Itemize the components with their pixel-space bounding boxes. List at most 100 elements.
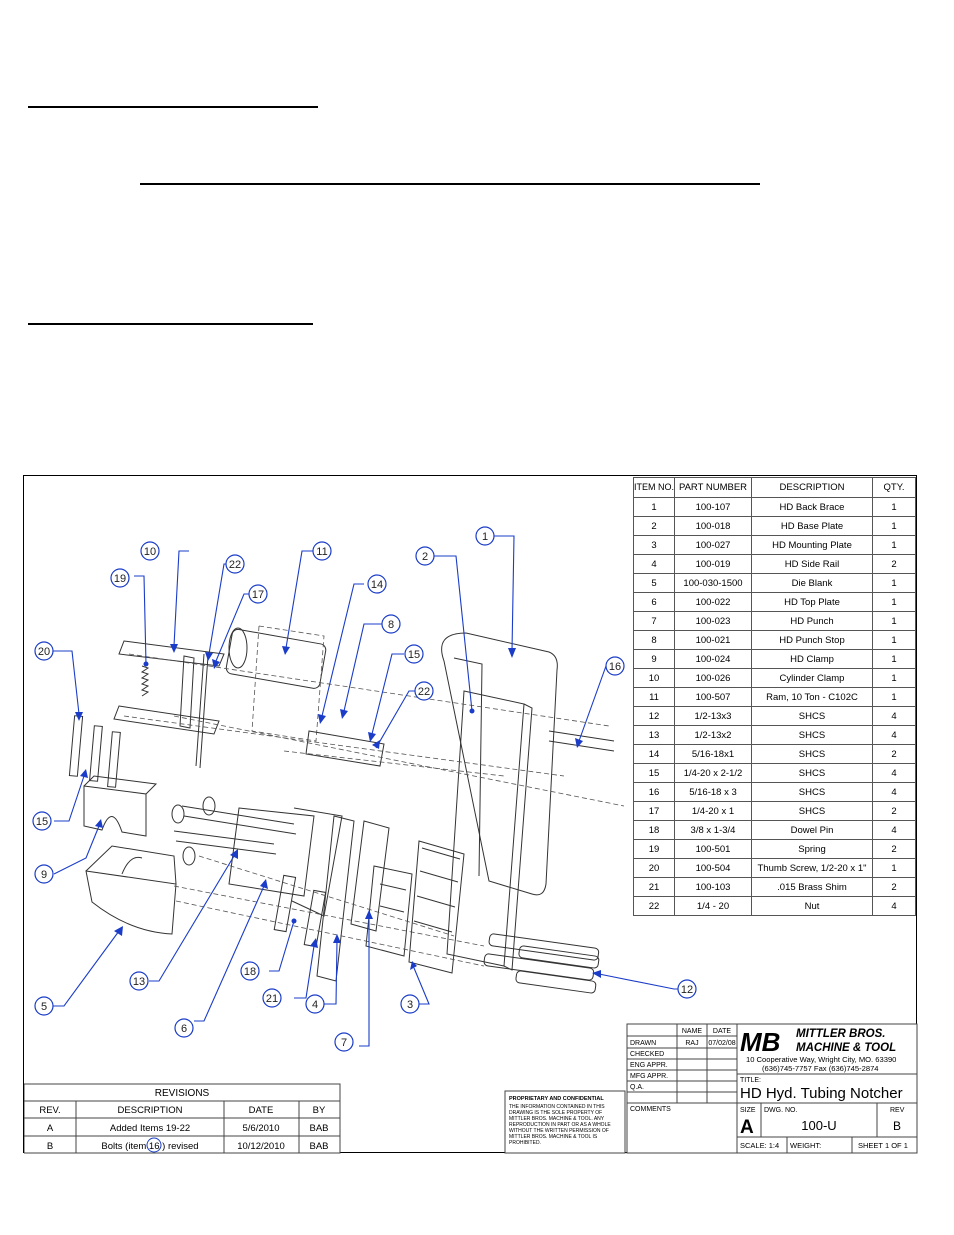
svg-text:Added Items 19-22: Added Items 19-22 (110, 1123, 190, 1134)
svg-text:NAME: NAME (682, 1028, 703, 1035)
bom-cell-desc: Spring (751, 839, 873, 859)
svg-text:WEIGHT:: WEIGHT: (790, 1141, 821, 1150)
svg-text:11: 11 (316, 546, 327, 558)
bom-cell-qty: 4 (872, 725, 916, 745)
bom-cell-item: 1 (633, 497, 675, 517)
bom-cell-part: 100-018 (674, 516, 752, 536)
svg-text:COMMENTS: COMMENTS (630, 1106, 671, 1113)
svg-text:B: B (47, 1141, 53, 1152)
svg-text:SCALE: 1:4: SCALE: 1:4 (740, 1141, 779, 1150)
balloon-14: 14 (367, 574, 387, 594)
svg-text:DATE: DATE (713, 1028, 731, 1035)
bom-cell-qty: 2 (872, 877, 916, 897)
balloon-6: 6 (174, 1018, 194, 1038)
bom-cell-item: 22 (633, 896, 675, 916)
svg-text:A: A (47, 1123, 54, 1134)
bom-cell-part: 1/2-13x2 (674, 725, 752, 745)
bom-cell-desc: HD Base Plate (751, 516, 873, 536)
bom-cell-qty: 1 (872, 649, 916, 669)
company-phone: (636)745-7757 Fax (636)745-2874 (762, 1064, 879, 1073)
bom-cell-part: 100-504 (674, 858, 752, 878)
svg-text:13: 13 (133, 976, 145, 988)
bom-cell-desc: SHCS (751, 706, 873, 726)
bom-cell-desc: SHCS (751, 782, 873, 802)
sheet-size: A (740, 1117, 754, 1138)
balloon-5: 5 (34, 996, 54, 1016)
bom-cell-desc: Thumb Screw, 1/2-20 x 1" (751, 858, 873, 878)
svg-text:DWG. NO.: DWG. NO. (764, 1107, 797, 1114)
svg-text:WITHOUT THE WRITTEN PERMISSION: WITHOUT THE WRITTEN PERMISSION OF (509, 1128, 609, 1134)
rev-desc-header: DESCRIPTION (118, 1105, 183, 1116)
svg-text:5: 5 (41, 1001, 47, 1013)
balloon-22a: 22 (225, 554, 245, 574)
company-name-line1: MITTLER BROS. (796, 1028, 885, 1040)
svg-text:7: 7 (341, 1037, 347, 1049)
svg-text:5/6/2010: 5/6/2010 (243, 1123, 280, 1134)
balloon-21: 21 (262, 988, 282, 1008)
svg-text:BAB: BAB (309, 1123, 328, 1134)
bom-cell-item: 9 (633, 649, 675, 669)
bom-cell-qty: 2 (872, 554, 916, 574)
revision-balloon-ring (146, 1137, 162, 1153)
svg-text:14: 14 (371, 579, 383, 591)
bom-cell-qty: 4 (872, 782, 916, 802)
svg-text:18: 18 (244, 966, 256, 978)
bom-cell-part: 5/16-18x1 (674, 744, 752, 764)
revisions-table: REVISIONS REV. DESCRIPTION DATE BY A Add… (24, 1083, 341, 1154)
bom-cell-item: 8 (633, 630, 675, 650)
balloon-15b: 15 (404, 644, 424, 664)
bom-cell-qty: 1 (872, 611, 916, 631)
drawing-canvas: 1 2 3 4 5 6 7 8 9 10 11 12 13 14 15 15 1… (24, 526, 918, 1154)
svg-text:BAB: BAB (309, 1141, 328, 1152)
drawing-title: HD Hyd. Tubing Notcher (740, 1085, 903, 1102)
svg-text:THE INFORMATION CONTAINED IN T: THE INFORMATION CONTAINED IN THIS (509, 1104, 605, 1110)
svg-text:MITTLER BROS. MACHINE & TOOL.: MITTLER BROS. MACHINE & TOOL. ANY (509, 1116, 605, 1122)
bom-cell-desc: HD Top Plate (751, 592, 873, 612)
bom-header-description: DESCRIPTION (751, 477, 873, 498)
svg-text:15: 15 (36, 816, 48, 828)
svg-text:07/02/08: 07/02/08 (708, 1040, 735, 1047)
bom-cell-part: 100-024 (674, 649, 752, 669)
bom-cell-part: 3/8 x 1-3/4 (674, 820, 752, 840)
bom-cell-part: 100-107 (674, 497, 752, 517)
bom-cell-part: 100-021 (674, 630, 752, 650)
bom-cell-part: 100-023 (674, 611, 752, 631)
bom-cell-item: 7 (633, 611, 675, 631)
balloon-16: 16 (605, 656, 625, 676)
balloon-15a: 15 (32, 811, 52, 831)
title-block: NAME DATE DRAWN RAJ 07/02/08 CHECKED ENG… (626, 1023, 918, 1154)
bom-cell-item: 18 (633, 820, 675, 840)
bom-cell-qty: 1 (872, 858, 916, 878)
bom-cell-part: 1/4 - 20 (674, 896, 752, 916)
bom-cell-qty: 4 (872, 706, 916, 726)
bom-cell-desc: SHCS (751, 744, 873, 764)
svg-text:20: 20 (38, 646, 50, 658)
balloon-20: 20 (34, 641, 54, 661)
svg-text:Bolts (item 16 ) revised: Bolts (item 16 ) revised (101, 1141, 198, 1152)
bom-cell-qty: 1 (872, 630, 916, 650)
svg-text:SIZE: SIZE (740, 1107, 756, 1114)
bom-cell-desc: Dowel Pin (751, 820, 873, 840)
bom-cell-part: 100-027 (674, 535, 752, 555)
blank-rule-2 (140, 183, 760, 185)
svg-text:6: 6 (181, 1023, 187, 1035)
bom-cell-desc: SHCS (751, 725, 873, 745)
bom-cell-part: 1/2-13x3 (674, 706, 752, 726)
svg-text:12: 12 (681, 984, 693, 996)
blank-rule-3 (28, 323, 313, 325)
bom-cell-qty: 4 (872, 896, 916, 916)
bom-cell-item: 12 (633, 706, 675, 726)
bom-cell-qty: 4 (872, 763, 916, 783)
